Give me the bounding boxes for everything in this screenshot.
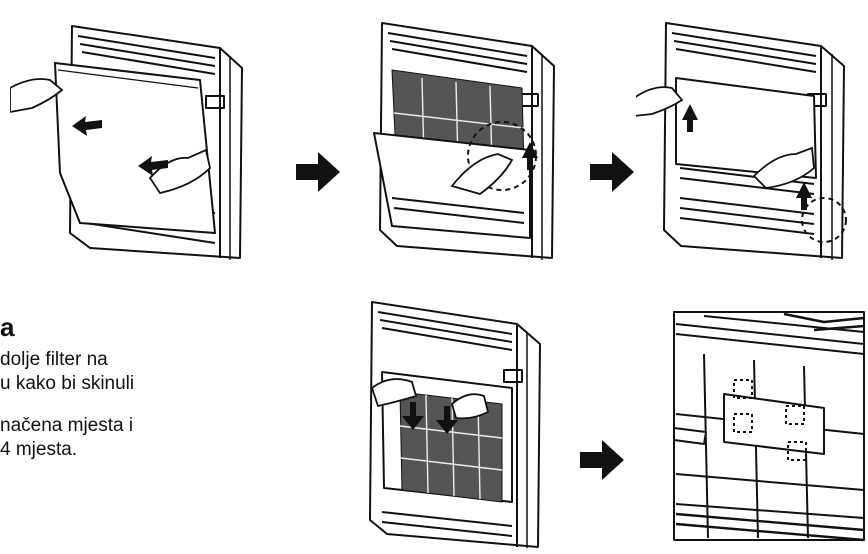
- instruction-line: načena mjesta i: [0, 414, 210, 438]
- instruction-line: u kako bi skinuli: [0, 372, 210, 396]
- right-arrow-icon: [590, 152, 634, 197]
- instruction-spacer: [0, 396, 210, 414]
- step-2-release-latch-illustration: [352, 8, 582, 263]
- step-3-lift-panel-illustration: [636, 8, 868, 263]
- instruction-line: 4 mjesta.: [0, 438, 210, 462]
- section-heading: a: [0, 312, 210, 342]
- right-arrow-icon: [580, 440, 624, 485]
- right-arrow-icon: [296, 152, 340, 197]
- instruction-line: dolje filter na: [0, 348, 210, 372]
- step-1-open-panel-illustration: [10, 8, 270, 263]
- step-4-remove-filter-illustration: [352, 292, 572, 550]
- instruction-text-block: a dolje filter na u kako bi skinuli nače…: [0, 312, 210, 462]
- step-5-clip-closeup-illustration: [664, 304, 868, 550]
